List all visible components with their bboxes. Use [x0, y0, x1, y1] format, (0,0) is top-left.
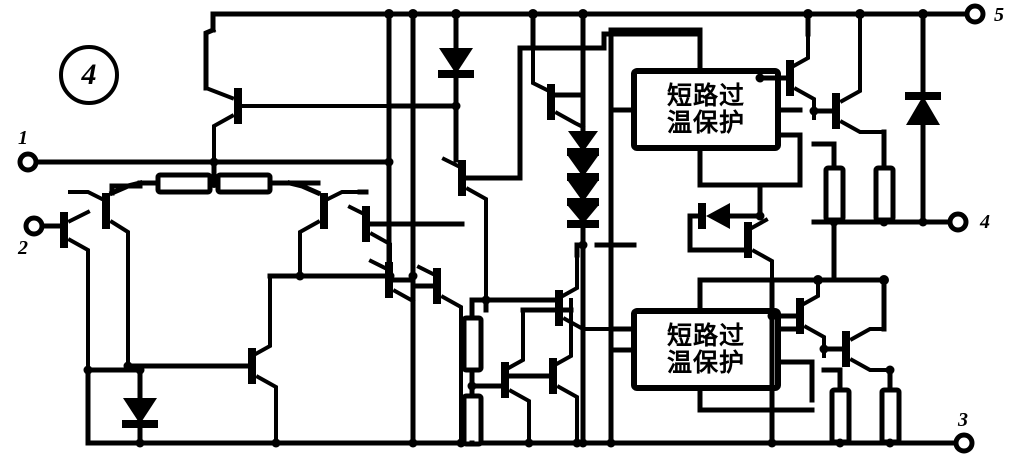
protection-lower-line-2: 温保护 [666, 347, 745, 377]
transistor-q11-lower-pair-right [508, 298, 582, 448]
pin-label-1: 1 [18, 127, 28, 149]
protection-block-lower-outline[interactable] [608, 277, 815, 413]
wire-trunk-mid-left [384, 9, 418, 448]
transistor-q9-mid-stage-b [410, 264, 466, 448]
pin-terminal-5[interactable] [964, 3, 986, 25]
figure-number-text: 4 [81, 58, 97, 91]
diode-chain-center [567, 124, 599, 448]
resistor-r2-input-right [215, 172, 293, 195]
figure-number-badge: 4 [59, 45, 119, 105]
resistor-r1-input-left [137, 172, 217, 195]
transistor-q18-lower-output-power [819, 275, 895, 393]
transistor-q10-lower-pair-left [469, 308, 534, 448]
pin-terminal-1[interactable] [17, 151, 392, 173]
pin-terminal-3[interactable] [953, 432, 975, 454]
pin-label-4: 4 [980, 211, 990, 233]
protection-block-upper-outline[interactable] [608, 31, 803, 188]
resistor-r8-lower-emitter-b [879, 387, 902, 448]
transistor-q2-diff-left [68, 183, 130, 368]
resistor-r7-lower-emitter-a [821, 367, 852, 448]
transistor-q13-chain-driver [528, 9, 588, 130]
transistor-q7-mid-driver [441, 156, 523, 302]
pin-label-2: 2 [18, 237, 28, 259]
wire-pin4-bus [811, 219, 953, 283]
resistor-r4-vertical-lower [461, 383, 484, 447]
transistor-q3-input-pin2 [39, 209, 93, 375]
transistor-q16-mid-right [687, 217, 777, 448]
pin-label-3: 3 [958, 409, 968, 431]
protection-block-upper-label: 短路过 温保护 [634, 71, 778, 148]
transistor-q17-lower-output-driver [767, 275, 887, 358]
diode-d4-mid-zener [687, 182, 765, 253]
protection-upper-line-2: 温保护 [666, 107, 745, 137]
diode-d3-upper-zener-to-pin5 [905, 9, 941, 227]
protection-upper-line-1: 短路过 [666, 81, 745, 110]
pin-label-5: 5 [994, 4, 1004, 26]
diode-d2-top-center [386, 9, 474, 163]
diode-d1-bottom-left [85, 365, 158, 448]
protection-block-lower-label: 短路过 温保护 [634, 311, 778, 388]
transistor-q1-top-left [203, 11, 415, 167]
transistor-q15-upper-output-power [809, 9, 887, 171]
resistor-r5-upper-emitter-a [811, 141, 846, 227]
resistor-r3-vertical-upper [461, 295, 491, 391]
wire-chain-feeds [517, 27, 703, 448]
wire-misc-interconnects [109, 180, 821, 332]
node-input-center [209, 159, 219, 188]
protection-lower-line-1: 短路过 [666, 321, 745, 350]
resistor-r6-upper-emitter-b [873, 165, 896, 227]
